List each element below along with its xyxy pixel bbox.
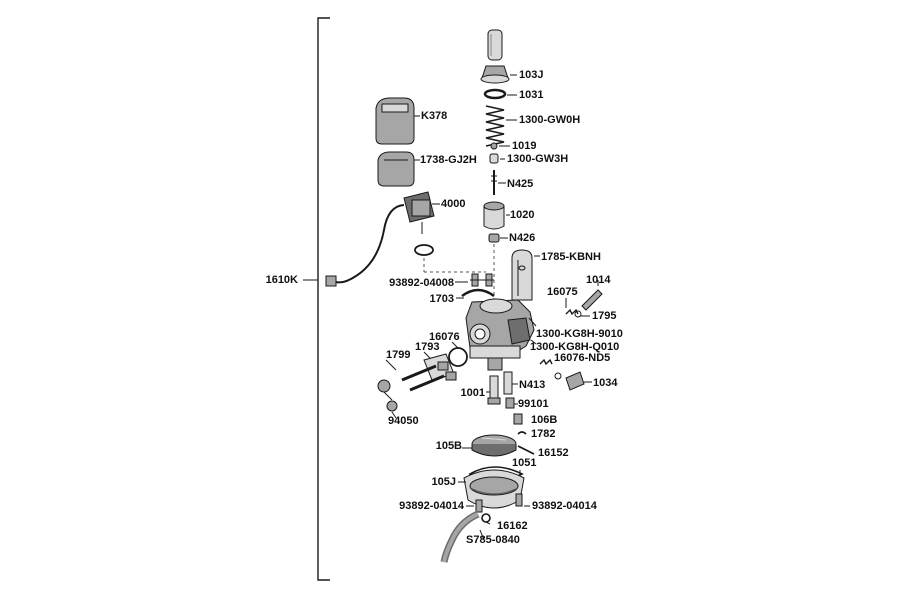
label-1738-GJ2H: 1738-GJ2H (420, 154, 477, 166)
label-103J: 103J (519, 69, 544, 81)
part-1799-screws (401, 361, 457, 392)
part-16076-gasket (448, 347, 468, 367)
part-93892-04014-left (475, 499, 483, 513)
label-K378: K378 (421, 110, 448, 122)
label-1703: 1703 (429, 293, 454, 305)
part-93892-04014-right (515, 493, 523, 507)
label-1795: 1795 (592, 310, 617, 322)
part-16152-pin (517, 445, 535, 455)
choke-oring (414, 244, 434, 256)
label-1001: 1001 (460, 387, 485, 399)
label-105B: 105B (435, 440, 462, 452)
label-16076: 16076 (429, 331, 460, 343)
part-4000-choke (403, 191, 435, 234)
part-1703-clamp (461, 288, 495, 297)
label-105J: 105J (431, 476, 456, 488)
part-carburetor-body (465, 298, 535, 371)
part-N413 (503, 371, 513, 395)
label-99101: 99101 (518, 398, 549, 410)
label-94050: 94050 (388, 415, 419, 427)
label-1300-GW0H: 1300-GW0H (519, 114, 581, 126)
part-S785-0840-hose (440, 510, 480, 563)
label-N425: N425 (507, 178, 534, 190)
label-1785-KBNH: 1785-KBNH (541, 251, 601, 263)
label-N426: N426 (509, 232, 536, 244)
label-1793: 1793 (415, 341, 440, 353)
part-1031-ring (483, 88, 507, 100)
part-1020-slide (483, 201, 505, 230)
part-1001-jet (487, 375, 501, 405)
label-4000: 4000 (441, 198, 466, 210)
label-N413: N413 (519, 379, 546, 391)
choke-connector (325, 275, 337, 287)
part-1738-GJ2H (377, 151, 415, 187)
part-spring (485, 105, 505, 147)
part-1785-KBNH-tube (511, 249, 533, 301)
label-106B: 106B (531, 414, 558, 426)
part-16162-clip (481, 513, 491, 523)
assembly-bracket (317, 17, 330, 581)
label-1782: 1782 (531, 428, 556, 440)
part-top-tube (487, 29, 503, 61)
label-1300-GW3H: 1300-GW3H (507, 153, 569, 165)
label-1799: 1799 (386, 349, 411, 361)
part-1014-screw (581, 289, 603, 311)
part-94050-nut (377, 379, 398, 412)
label-16152: 16152 (538, 447, 569, 459)
label-1300-KG8H-9010: 1300-KG8H-9010 (536, 328, 623, 340)
choke-wire (335, 204, 405, 284)
label-16162: 16162 (497, 520, 528, 532)
label-1300-KG8H-Q010: 1300-KG8H-Q010 (530, 341, 620, 353)
label-16076-ND5: 16076-ND5 (554, 352, 611, 364)
part-N426 (488, 233, 500, 243)
label-93892-04014-right: 93892-04014 (532, 500, 597, 512)
label-1051: 1051 (512, 457, 537, 469)
part-N425-needle (491, 170, 497, 195)
part-K378-boot (375, 97, 415, 145)
label-93892-04014-left: 93892-04014 (399, 500, 464, 512)
part-1300-GW3H (489, 153, 499, 164)
label-1020: 1020 (510, 209, 535, 221)
part-93892-04008 (470, 273, 494, 287)
label-1014: 1014 (586, 274, 611, 286)
label-S785-0840: S785-0840 (466, 534, 520, 546)
part-1034-screw (554, 371, 585, 391)
part-99101-jet (505, 397, 515, 409)
part-103J-cap (480, 65, 510, 84)
part-1795-oring (574, 310, 582, 318)
label-16075: 16075 (547, 286, 578, 298)
label-93892-04008: 93892-04008 (389, 277, 454, 289)
label-1019: 1019 (512, 140, 537, 152)
part-106B (513, 413, 523, 425)
label-1610K: 1610K (265, 274, 298, 286)
part-105B-float (471, 434, 517, 457)
part-105J-bowl (463, 469, 525, 509)
label-1031: 1031 (519, 89, 544, 101)
part-1782-clip (517, 431, 527, 435)
part-1019-clip (490, 142, 498, 150)
part-16076-ND5 (539, 358, 553, 366)
label-1034: 1034 (593, 377, 618, 389)
